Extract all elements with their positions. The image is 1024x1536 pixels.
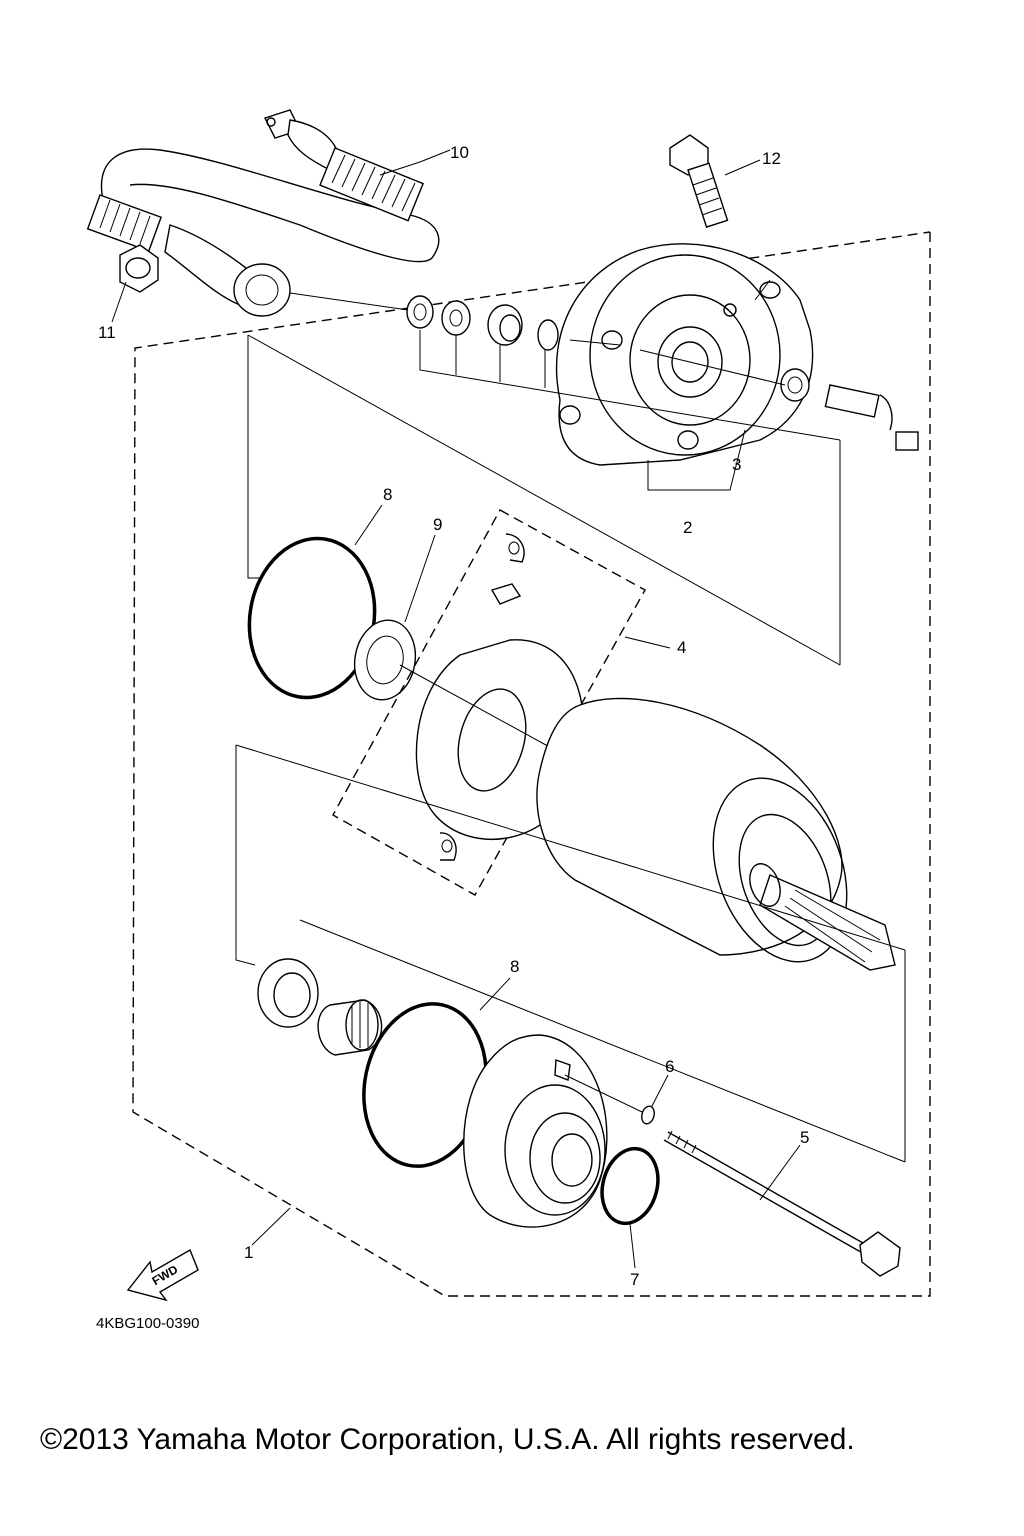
callout-12: 12 [762, 149, 781, 168]
part-3-terminal [780, 368, 919, 451]
callout-11: 11 [98, 323, 116, 342]
callout-leaders [111, 149, 801, 1269]
part-5-through-bolt [663, 1130, 901, 1277]
callout-1: 1 [244, 1243, 253, 1262]
part-oil-seal [257, 958, 319, 1028]
part-washers-seals [406, 295, 559, 351]
callout-6: 6 [665, 1057, 674, 1076]
leader-lines-top [247, 279, 841, 666]
callout-5: 5 [800, 1128, 809, 1147]
part-9-washer [353, 619, 417, 701]
part-10-cable [86, 109, 440, 317]
part-12-bolt [669, 134, 729, 228]
callout-10: 10 [450, 143, 469, 162]
leader-lines-middle [235, 744, 906, 1163]
callout-9: 9 [433, 515, 442, 534]
callout-2: 2 [683, 518, 692, 537]
callout-8-lower: 8 [510, 957, 519, 976]
copyright-notice: ©2013 Yamaha Motor Corporation, U.S.A. A… [40, 1423, 855, 1456]
part-11-nut [119, 244, 159, 293]
callout-7: 7 [630, 1270, 639, 1289]
leader-6 [564, 1074, 643, 1113]
part-yoke-armature [536, 697, 896, 971]
diagram-code: 4KBG100-0390 [96, 1315, 199, 1332]
part-6-o-ring-small [641, 1105, 655, 1125]
callout-4: 4 [677, 638, 686, 657]
callout-8-upper: 8 [383, 485, 392, 504]
part-front-cover [463, 1034, 608, 1228]
callout-3: 3 [732, 455, 741, 474]
part-needle-bearing [317, 999, 383, 1056]
part-7-o-ring [600, 1146, 660, 1226]
part-2-rear-cover [555, 243, 814, 466]
fwd-arrow-icon: FWD [126, 1248, 199, 1302]
assembly-boundary-dashed [132, 231, 931, 1297]
